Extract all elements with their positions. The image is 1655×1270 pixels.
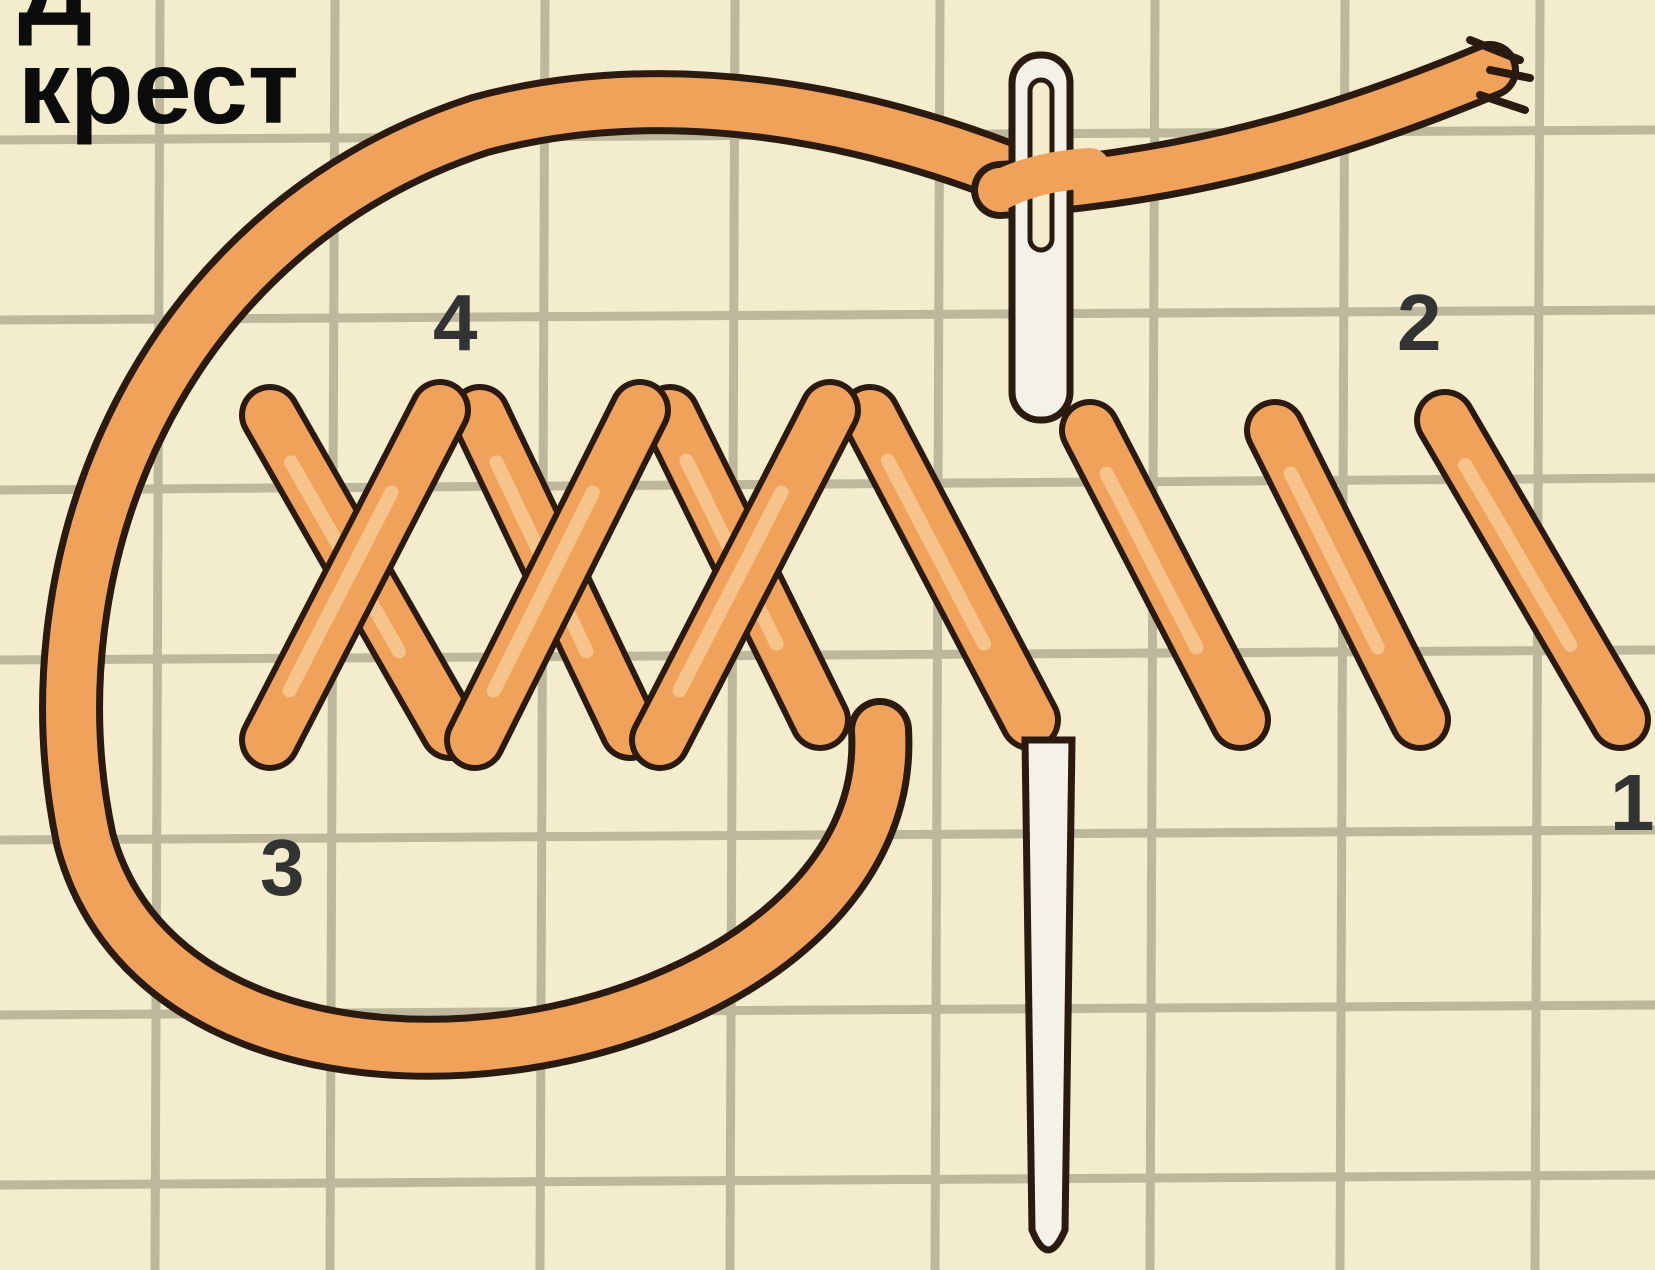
stitch-diag-7 (1445, 420, 1620, 720)
step-label-1: 1 (1610, 758, 1655, 847)
needle-eye (1000, 55, 1090, 420)
needle-icon (1025, 740, 1072, 1250)
stitch-diag-4 (870, 415, 1030, 720)
step-label-3: 3 (260, 823, 305, 912)
stitch-diag-5 (1090, 430, 1240, 720)
step-label-2: 2 (1397, 278, 1442, 367)
stitches (270, 410, 1620, 740)
title-line-2: крест (18, 36, 299, 140)
step-label-4: 4 (433, 278, 478, 367)
